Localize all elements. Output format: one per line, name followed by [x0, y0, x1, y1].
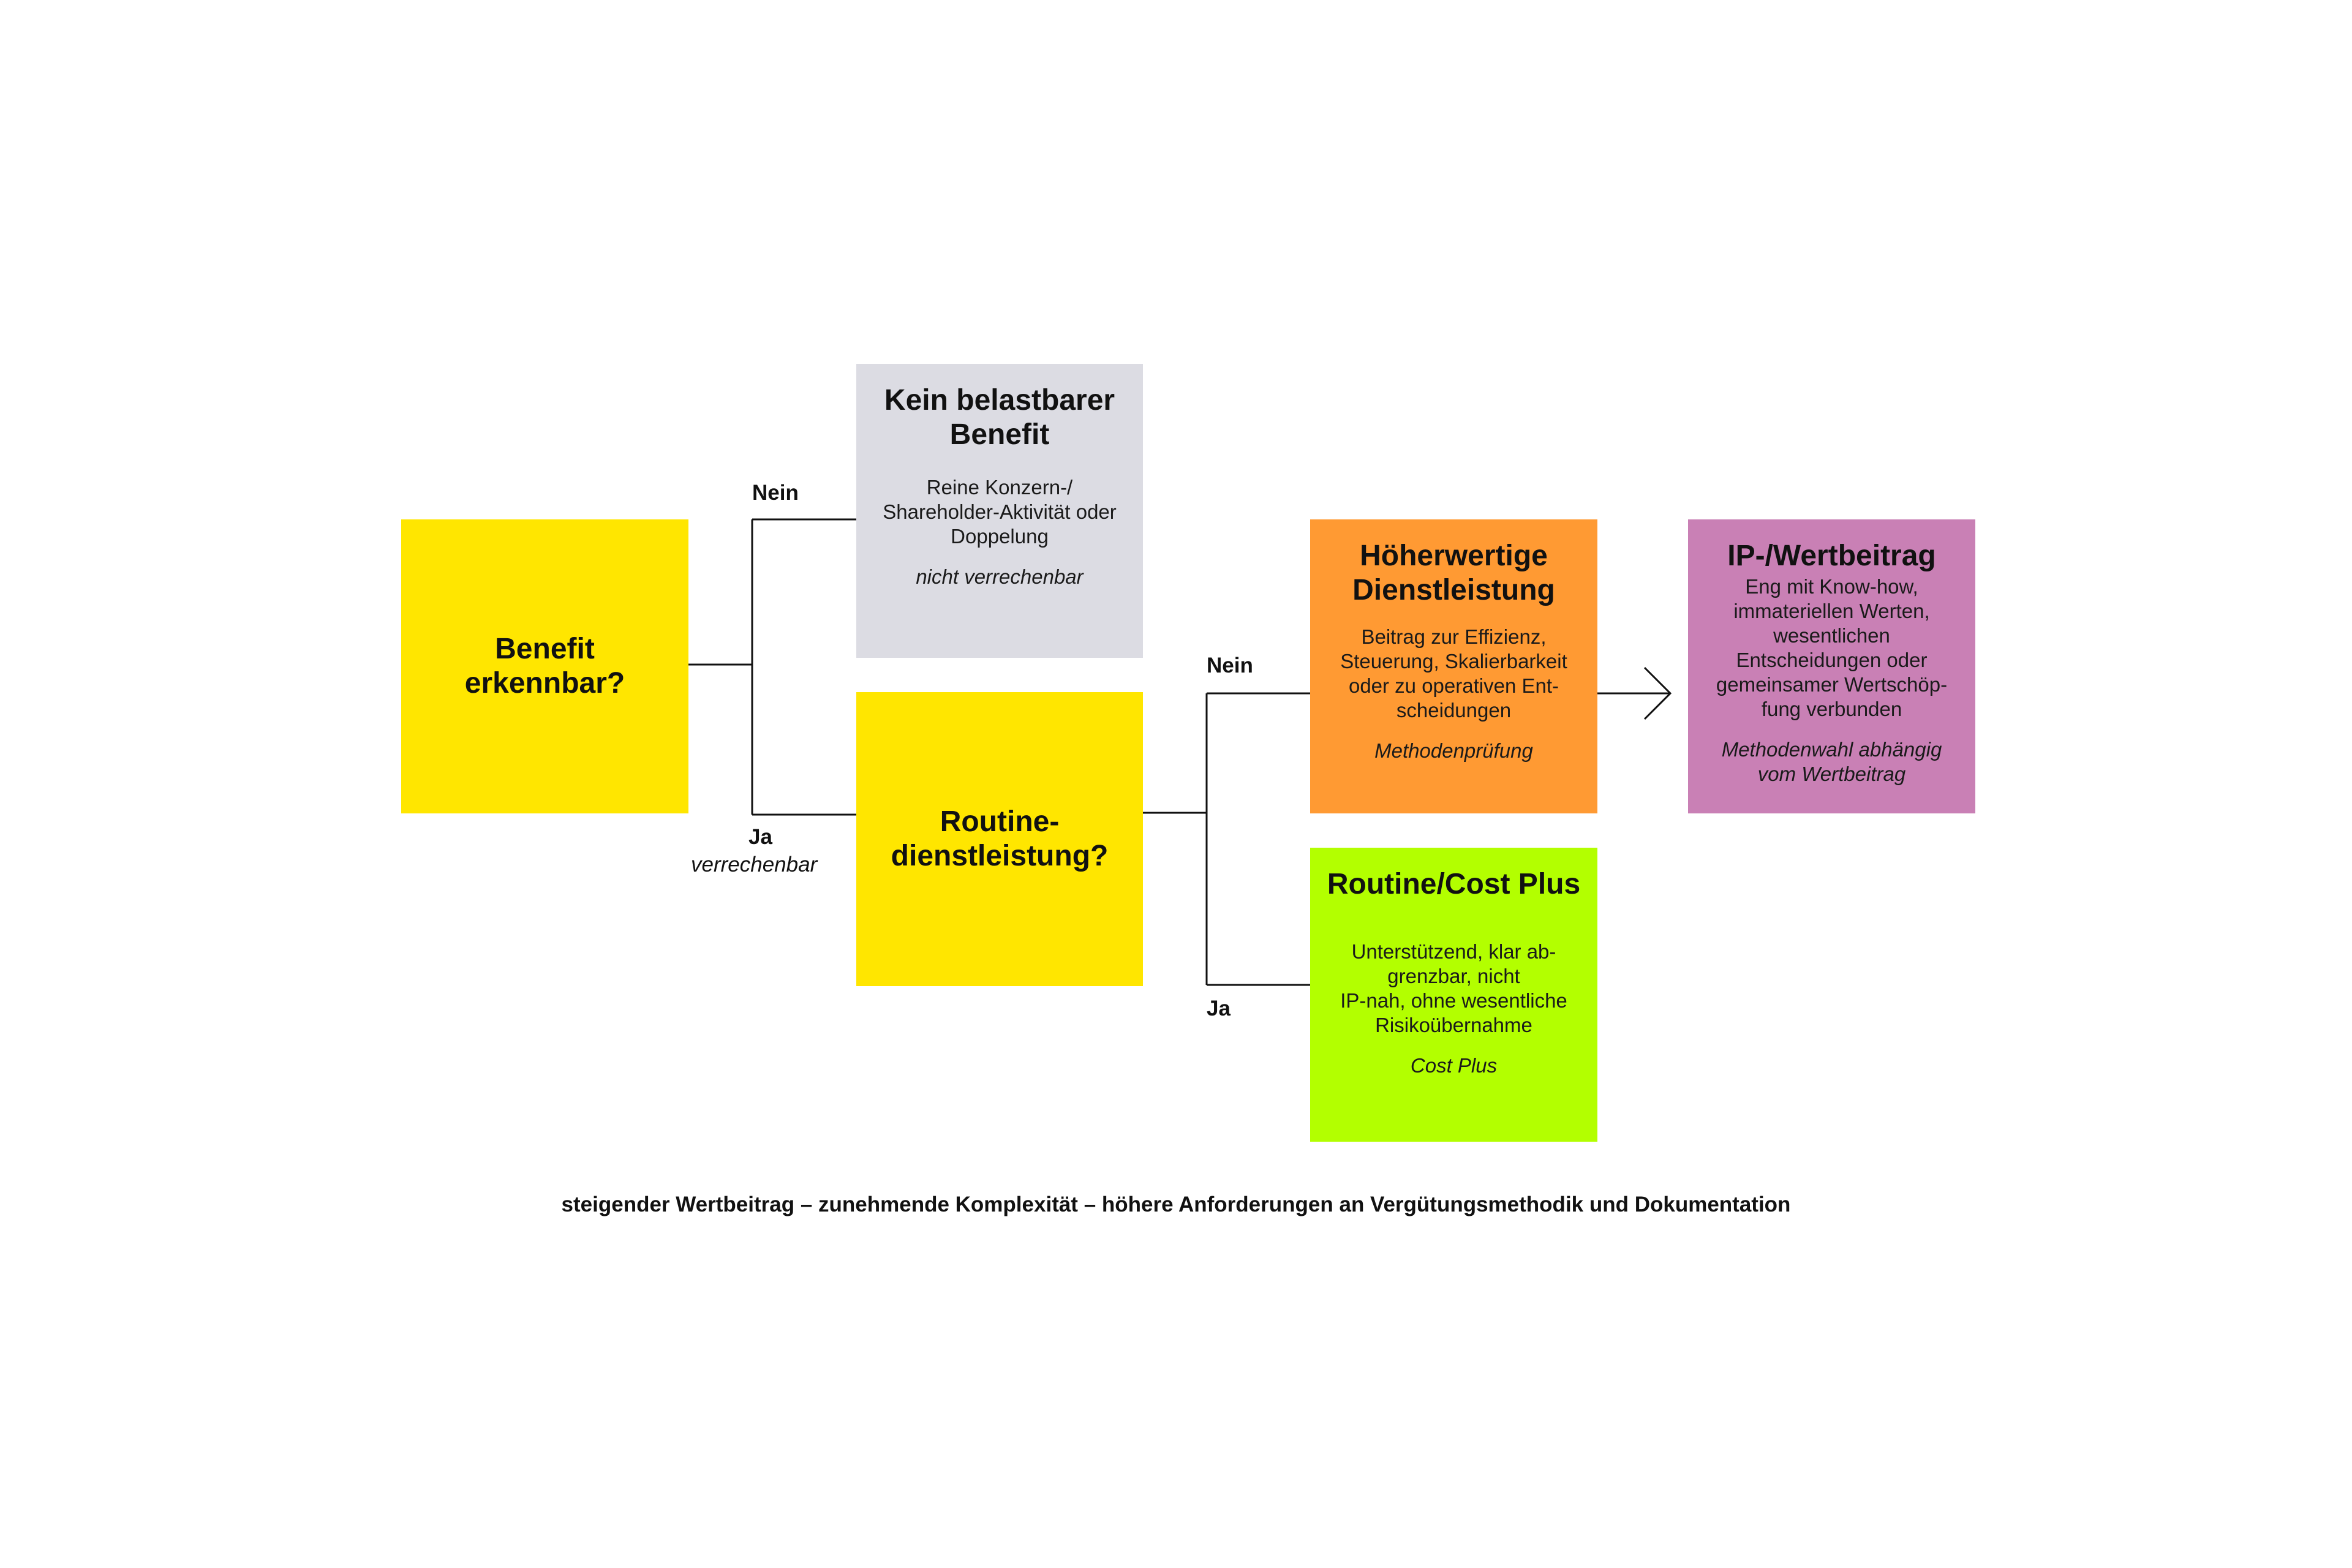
box-routine-cost-plus: Routine/Cost Plus Unterstützend, klar ab…	[1310, 848, 1597, 1142]
box-kein-benefit: Kein belastbarer Benefit Reine Konzern-/…	[856, 364, 1143, 658]
box-hoeher-note: Methodenprüfung	[1374, 739, 1533, 762]
label-nein-2: Nein	[1207, 654, 1253, 677]
box-kein-desc: Reine Konzern-/ Shareholder-Aktivität od…	[883, 476, 1117, 548]
box-hoeherwertige-dienstleistung: Höherwertige Dienstleistung Beitrag zur …	[1310, 519, 1597, 813]
arrow-head-icon	[1643, 666, 1672, 720]
box-benefit-question: Benefit erkennbar?	[401, 519, 688, 813]
box-hoeher-desc: Beitrag zur Effizienz, Steuerung, Skalie…	[1340, 625, 1567, 722]
box-ip-wertbeitrag: IP-/Wertbeitrag Eng mit Know-how, immate…	[1688, 519, 1975, 813]
footer-caption: steigender Wertbeitrag – zunehmende Komp…	[561, 1193, 1791, 1216]
box-ip-note: Methodenwahl abhängig vom Wertbeitrag	[1721, 738, 1942, 785]
label-nein-1: Nein	[752, 481, 799, 505]
box-routine-cost-desc: Unterstützend, klar ab- grenzbar, nicht …	[1340, 940, 1567, 1036]
box-ip-desc: Eng mit Know-how, immateriellen Werten, …	[1716, 575, 1948, 720]
label-verrechenbar: verrechenbar	[691, 853, 818, 876]
box-benefit-title: Benefit erkennbar?	[464, 633, 625, 699]
box-kein-note: nicht verrechenbar	[916, 565, 1084, 588]
box-routine-cost-note: Cost Plus	[1410, 1054, 1498, 1077]
box-ip-title: IP-/Wertbeitrag	[1727, 540, 1936, 572]
box-hoeher-title: Höherwertige Dienstleistung	[1352, 540, 1555, 606]
label-ja-1: Ja	[748, 825, 772, 849]
box-routine-q-title: Routine- dienstleistung?	[891, 805, 1109, 872]
box-routine-question: Routine- dienstleistung?	[856, 692, 1143, 986]
label-ja-2: Ja	[1207, 997, 1231, 1020]
box-routine-cost-title: Routine/Cost Plus	[1327, 868, 1581, 900]
box-kein-title: Kein belastbarer Benefit	[884, 384, 1115, 451]
